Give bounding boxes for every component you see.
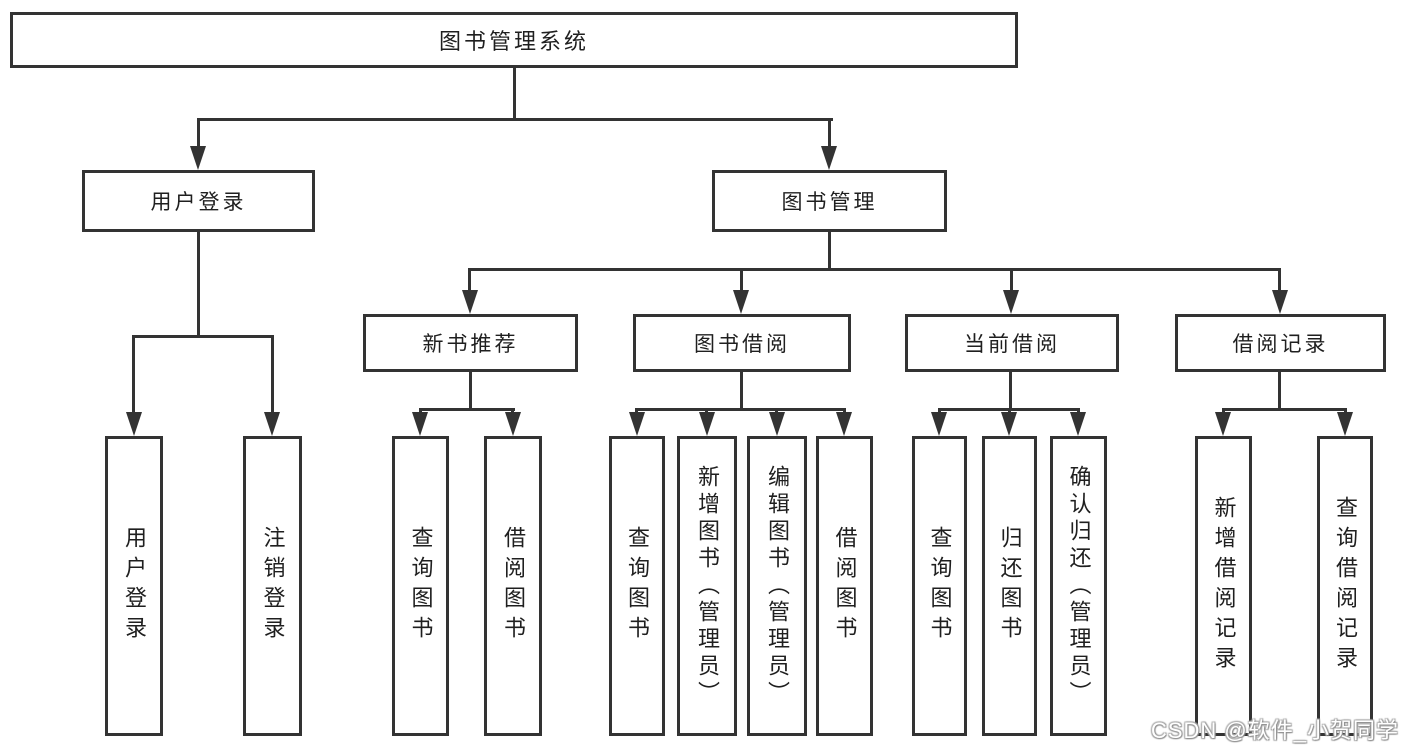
connector-stub-book-management xyxy=(828,118,831,148)
connector-bar-user-login xyxy=(132,335,274,338)
node-book-management-label: 图书管理 xyxy=(781,191,878,214)
leaf-current-query-label: 查询图书 xyxy=(927,526,953,646)
node-current-borrow-label: 当前借阅 xyxy=(964,333,1060,356)
node-current-borrow: 当前借阅 xyxy=(905,314,1119,372)
connector-stem-current-borrow xyxy=(1009,372,1012,408)
node-new-books-label: 新书推荐 xyxy=(422,333,519,356)
node-borrow-records-label: 借阅记录 xyxy=(1232,333,1329,356)
arrowhead-cb-return xyxy=(1001,412,1017,436)
leaf-newbooks-query: 查询图书 xyxy=(392,436,449,736)
connector-bar-book-borrow xyxy=(635,408,846,411)
connector-stub-borrow-records xyxy=(1278,268,1281,290)
arrowhead-bb-add xyxy=(699,412,715,436)
node-book-borrow-label: 图书借阅 xyxy=(694,333,790,356)
connector-stub-book-borrow xyxy=(740,268,743,290)
node-new-books: 新书推荐 xyxy=(363,314,578,372)
leaf-borrow-borrow: 借阅图书 xyxy=(816,436,873,736)
connector-bar-new-books xyxy=(419,408,515,411)
leaf-current-return: 归还图书 xyxy=(982,436,1037,736)
node-book-borrow: 图书借阅 xyxy=(633,314,851,372)
leaf-borrow-add-admin: 新增图书（管理员） xyxy=(677,436,737,736)
leaf-logout: 注销登录 xyxy=(243,436,302,736)
leaf-records-add-label: 新增借阅记录 xyxy=(1211,496,1237,676)
connector-stub-nb-borrow xyxy=(511,408,514,414)
connector-stub-cb-return xyxy=(1008,408,1011,414)
connector-stub-bb-add xyxy=(705,408,708,414)
leaf-logout-label: 注销登录 xyxy=(260,526,286,646)
leaf-user-login-label: 用户登录 xyxy=(122,526,147,646)
arrowhead-new-books xyxy=(462,290,478,314)
connector-stub-leaf-login xyxy=(132,335,135,412)
arrowhead-br-add xyxy=(1215,412,1231,436)
leaf-records-add: 新增借阅记录 xyxy=(1195,436,1252,736)
arrowhead-book-management xyxy=(821,146,837,170)
node-book-management: 图书管理 xyxy=(712,170,947,232)
node-root-label: 图书管理系统 xyxy=(438,29,589,54)
connector-stem-root xyxy=(513,68,516,118)
arrowhead-user-login xyxy=(190,146,206,170)
connector-stub-bb-query xyxy=(635,408,638,414)
leaf-borrow-borrow-label: 借阅图书 xyxy=(832,526,858,646)
leaf-current-confirm-admin-label: 确认归还（管理员） xyxy=(1066,464,1092,708)
arrowhead-nb-query xyxy=(412,412,428,436)
connector-stub-br-query xyxy=(1344,408,1347,414)
node-borrow-records: 借阅记录 xyxy=(1175,314,1386,372)
connector-stem-book-management xyxy=(828,232,831,268)
node-root: 图书管理系统 xyxy=(10,12,1018,68)
node-user-login: 用户登录 xyxy=(82,170,315,232)
connector-stub-bb-borrow xyxy=(843,408,846,414)
arrowhead-nb-borrow xyxy=(505,412,521,436)
connector-stub-br-add xyxy=(1222,408,1225,414)
leaf-user-login: 用户登录 xyxy=(105,436,163,736)
leaf-borrow-query-label: 查询图书 xyxy=(625,526,650,646)
leaf-current-return-label: 归还图书 xyxy=(997,526,1023,646)
connector-bar-book-management xyxy=(468,268,1281,271)
leaf-newbooks-query-label: 查询图书 xyxy=(408,526,434,646)
connector-stem-borrow-records xyxy=(1278,372,1281,408)
arrowhead-cb-confirm xyxy=(1070,412,1086,436)
connector-stem-user-login xyxy=(197,232,200,335)
leaf-newbooks-borrow-label: 借阅图书 xyxy=(501,526,526,646)
leaf-current-query: 查询图书 xyxy=(912,436,967,736)
arrowhead-leaf-login xyxy=(126,412,142,436)
leaf-current-confirm-admin: 确认归还（管理员） xyxy=(1050,436,1107,736)
leaf-borrow-add-admin-label: 新增图书（管理员） xyxy=(695,464,720,708)
connector-stub-cb-confirm xyxy=(1077,408,1080,414)
arrowhead-bb-borrow xyxy=(836,412,852,436)
arrowhead-cb-query xyxy=(931,412,947,436)
connector-stub-leaf-logout xyxy=(271,335,274,412)
connector-stem-book-borrow xyxy=(740,372,743,408)
arrowhead-borrow-records xyxy=(1272,290,1288,314)
connector-bar-borrow-records xyxy=(1222,408,1347,411)
csdn-watermark: CSDN @软件_小贺同学 xyxy=(1150,718,1399,743)
leaf-borrow-query: 查询图书 xyxy=(609,436,665,736)
leaf-records-query: 查询借阅记录 xyxy=(1317,436,1373,736)
connector-stub-new-books xyxy=(468,268,471,290)
connector-stub-bb-edit xyxy=(775,408,778,414)
connector-stub-nb-query xyxy=(419,408,422,414)
arrowhead-bb-query xyxy=(629,412,645,436)
connector-stub-user-login xyxy=(197,118,200,148)
arrowhead-bb-edit xyxy=(769,412,785,436)
connector-stub-current-borrow xyxy=(1010,268,1013,290)
connector-stem-new-books xyxy=(469,372,472,408)
connector-stub-cb-query xyxy=(938,408,941,414)
leaf-records-query-label: 查询借阅记录 xyxy=(1333,496,1358,676)
arrowhead-current-borrow xyxy=(1003,290,1019,314)
arrowhead-book-borrow xyxy=(733,290,749,314)
leaf-borrow-edit-admin: 编辑图书（管理员） xyxy=(747,436,807,736)
node-user-login-label: 用户登录 xyxy=(150,191,247,214)
arrowhead-br-query xyxy=(1337,412,1353,436)
leaf-newbooks-borrow: 借阅图书 xyxy=(484,436,542,736)
leaf-borrow-edit-admin-label: 编辑图书（管理员） xyxy=(765,464,790,708)
connector-bar-root xyxy=(197,118,833,121)
arrowhead-leaf-logout xyxy=(264,412,280,436)
